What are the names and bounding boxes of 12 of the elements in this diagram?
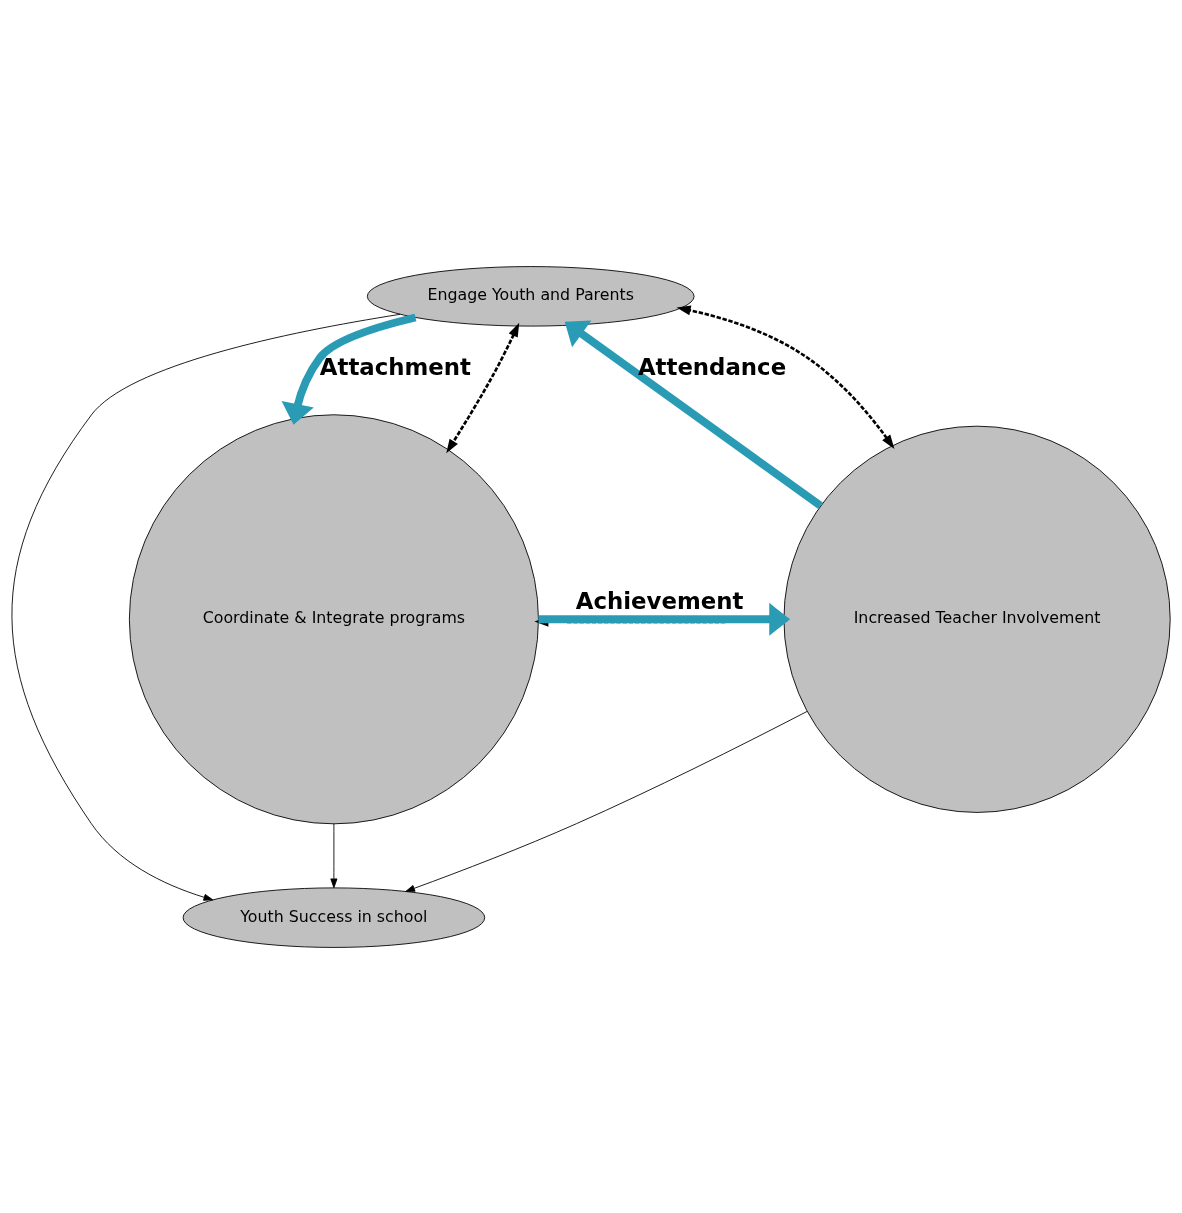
node-circle: Increased Teacher Involvement	[783, 425, 1171, 813]
arrow	[405, 710, 808, 892]
arrow	[564, 320, 823, 509]
arrow	[11, 313, 401, 901]
edge-label: Attachment	[319, 353, 471, 380]
arrow	[676, 305, 895, 449]
edge-label: Attendance	[637, 353, 787, 380]
edge-label: Achievement	[575, 587, 744, 614]
arrow	[446, 322, 520, 453]
arrow	[330, 822, 338, 888]
node-circle: Coordinate & Integrate programs	[128, 413, 539, 824]
arrow	[281, 313, 417, 425]
